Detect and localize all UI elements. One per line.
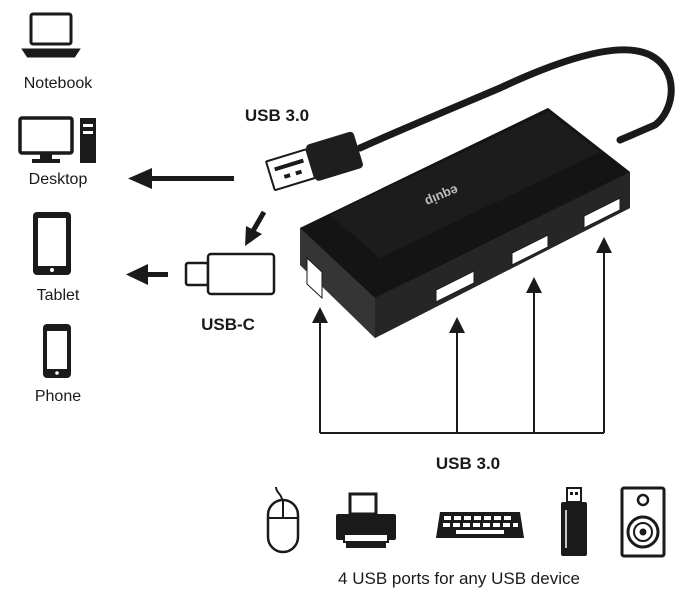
arrow-to-desktop	[128, 168, 234, 189]
phone-label: Phone	[35, 388, 81, 405]
usb-stick-icon	[561, 487, 587, 556]
usb-port-3	[511, 234, 549, 266]
port-bracket	[312, 237, 612, 434]
usb-hub: equip	[300, 108, 630, 338]
arrow-to-tablet	[126, 264, 168, 285]
usb-a-plug	[265, 131, 363, 191]
mouse-icon	[266, 486, 300, 554]
usb-port-1	[306, 256, 323, 300]
phone-icon	[43, 324, 71, 378]
usb-cable	[356, 46, 675, 152]
notebook-label: Notebook	[24, 75, 93, 92]
tablet-label: Tablet	[37, 287, 80, 304]
tablet-icon	[33, 212, 71, 275]
ports-label: USB 3.0	[436, 454, 500, 473]
usb-port-2	[435, 270, 475, 303]
arrow-usb-a-to-usb-c	[245, 210, 267, 246]
printer-icon	[336, 492, 396, 548]
keyboard-icon	[436, 512, 524, 538]
usb-port-4	[583, 197, 621, 229]
usb-a-label: USB 3.0	[245, 106, 309, 125]
usb-c-adapter	[184, 252, 276, 296]
ports-caption: 4 USB ports for any USB device	[338, 569, 580, 588]
usb-c-label: USB-C	[201, 315, 255, 334]
notebook-icon	[21, 12, 81, 58]
desktop-label: Desktop	[29, 171, 88, 188]
speaker-icon	[620, 486, 666, 558]
desktop-icon	[18, 116, 96, 163]
